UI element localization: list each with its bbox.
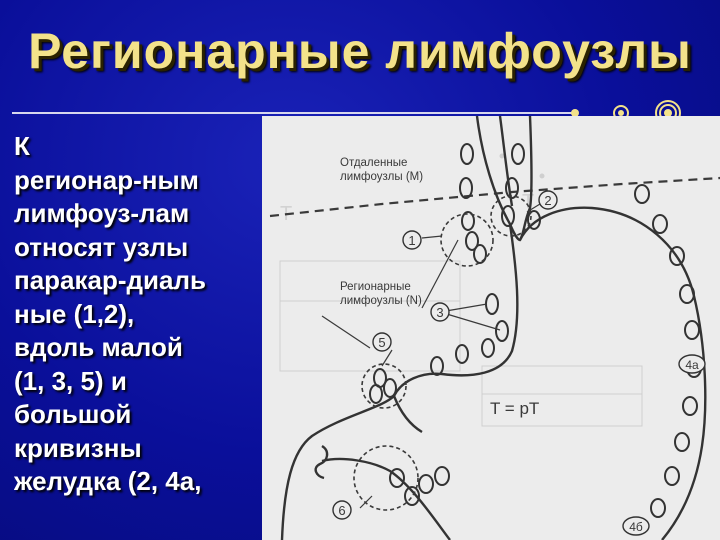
regional-label-line-2: лимфоузлы (N): [340, 295, 422, 307]
boundary-dashed-line: [270, 178, 720, 216]
node-marker-1: 1: [403, 231, 421, 249]
node-number-6: 6: [338, 503, 345, 518]
body-text-line: большой: [14, 399, 131, 429]
regional-label-line-1: Регионарные: [340, 281, 411, 293]
body-text-line: регионар-ным: [14, 165, 199, 195]
formula-label: T = pT: [490, 399, 539, 418]
pointer-lines: [322, 204, 540, 508]
node-marker-4b: 4б: [623, 517, 649, 535]
node-group-circles: [354, 196, 531, 510]
node-number-4b: 4б: [629, 520, 643, 534]
body-text-line: желудка (2, 4а,: [14, 466, 201, 496]
body-text-line: вдоль малой: [14, 332, 183, 362]
body-text-line: ные (1,2),: [14, 299, 134, 329]
body-text-line: лимфоуз-лам: [14, 198, 189, 228]
body-text-line: кривизны: [14, 433, 142, 463]
node-marker-4a: 4а: [679, 355, 705, 373]
node-number-5: 5: [378, 335, 385, 350]
node-number-3: 3: [436, 305, 443, 320]
node-number-markers: 1 2 3 5 6 4а 4: [333, 191, 705, 535]
node-marker-6: 6: [333, 501, 351, 519]
body-text-line: паракар-диаль: [14, 265, 206, 295]
node-marker-3: 3: [431, 303, 449, 321]
body-text-line: относят узлы: [14, 232, 188, 262]
node-marker-5: 5: [373, 333, 391, 351]
distant-label-line-1: Отдаленные: [340, 157, 407, 169]
stomach-lymph-node-diagram: Т Т T = pT: [262, 116, 720, 540]
distant-label-line-2: лимфоузлы (М): [340, 171, 423, 183]
node-number-1: 1: [408, 233, 415, 248]
distant-nodes-label: Отдаленные лимфоузлы (М): [340, 157, 423, 183]
node-number-2: 2: [544, 193, 551, 208]
body-text-line: (1, 3, 5) и: [14, 366, 127, 396]
body-text-line: К: [14, 131, 30, 161]
regional-nodes-label: Регионарные лимфоузлы (N): [340, 281, 422, 307]
node-number-4a: 4а: [685, 358, 699, 372]
diagram-canvas: Т Т T = pT: [262, 116, 720, 540]
node-marker-2: 2: [539, 191, 557, 209]
slide-title: Регионарные лимфоузлы: [0, 22, 720, 80]
